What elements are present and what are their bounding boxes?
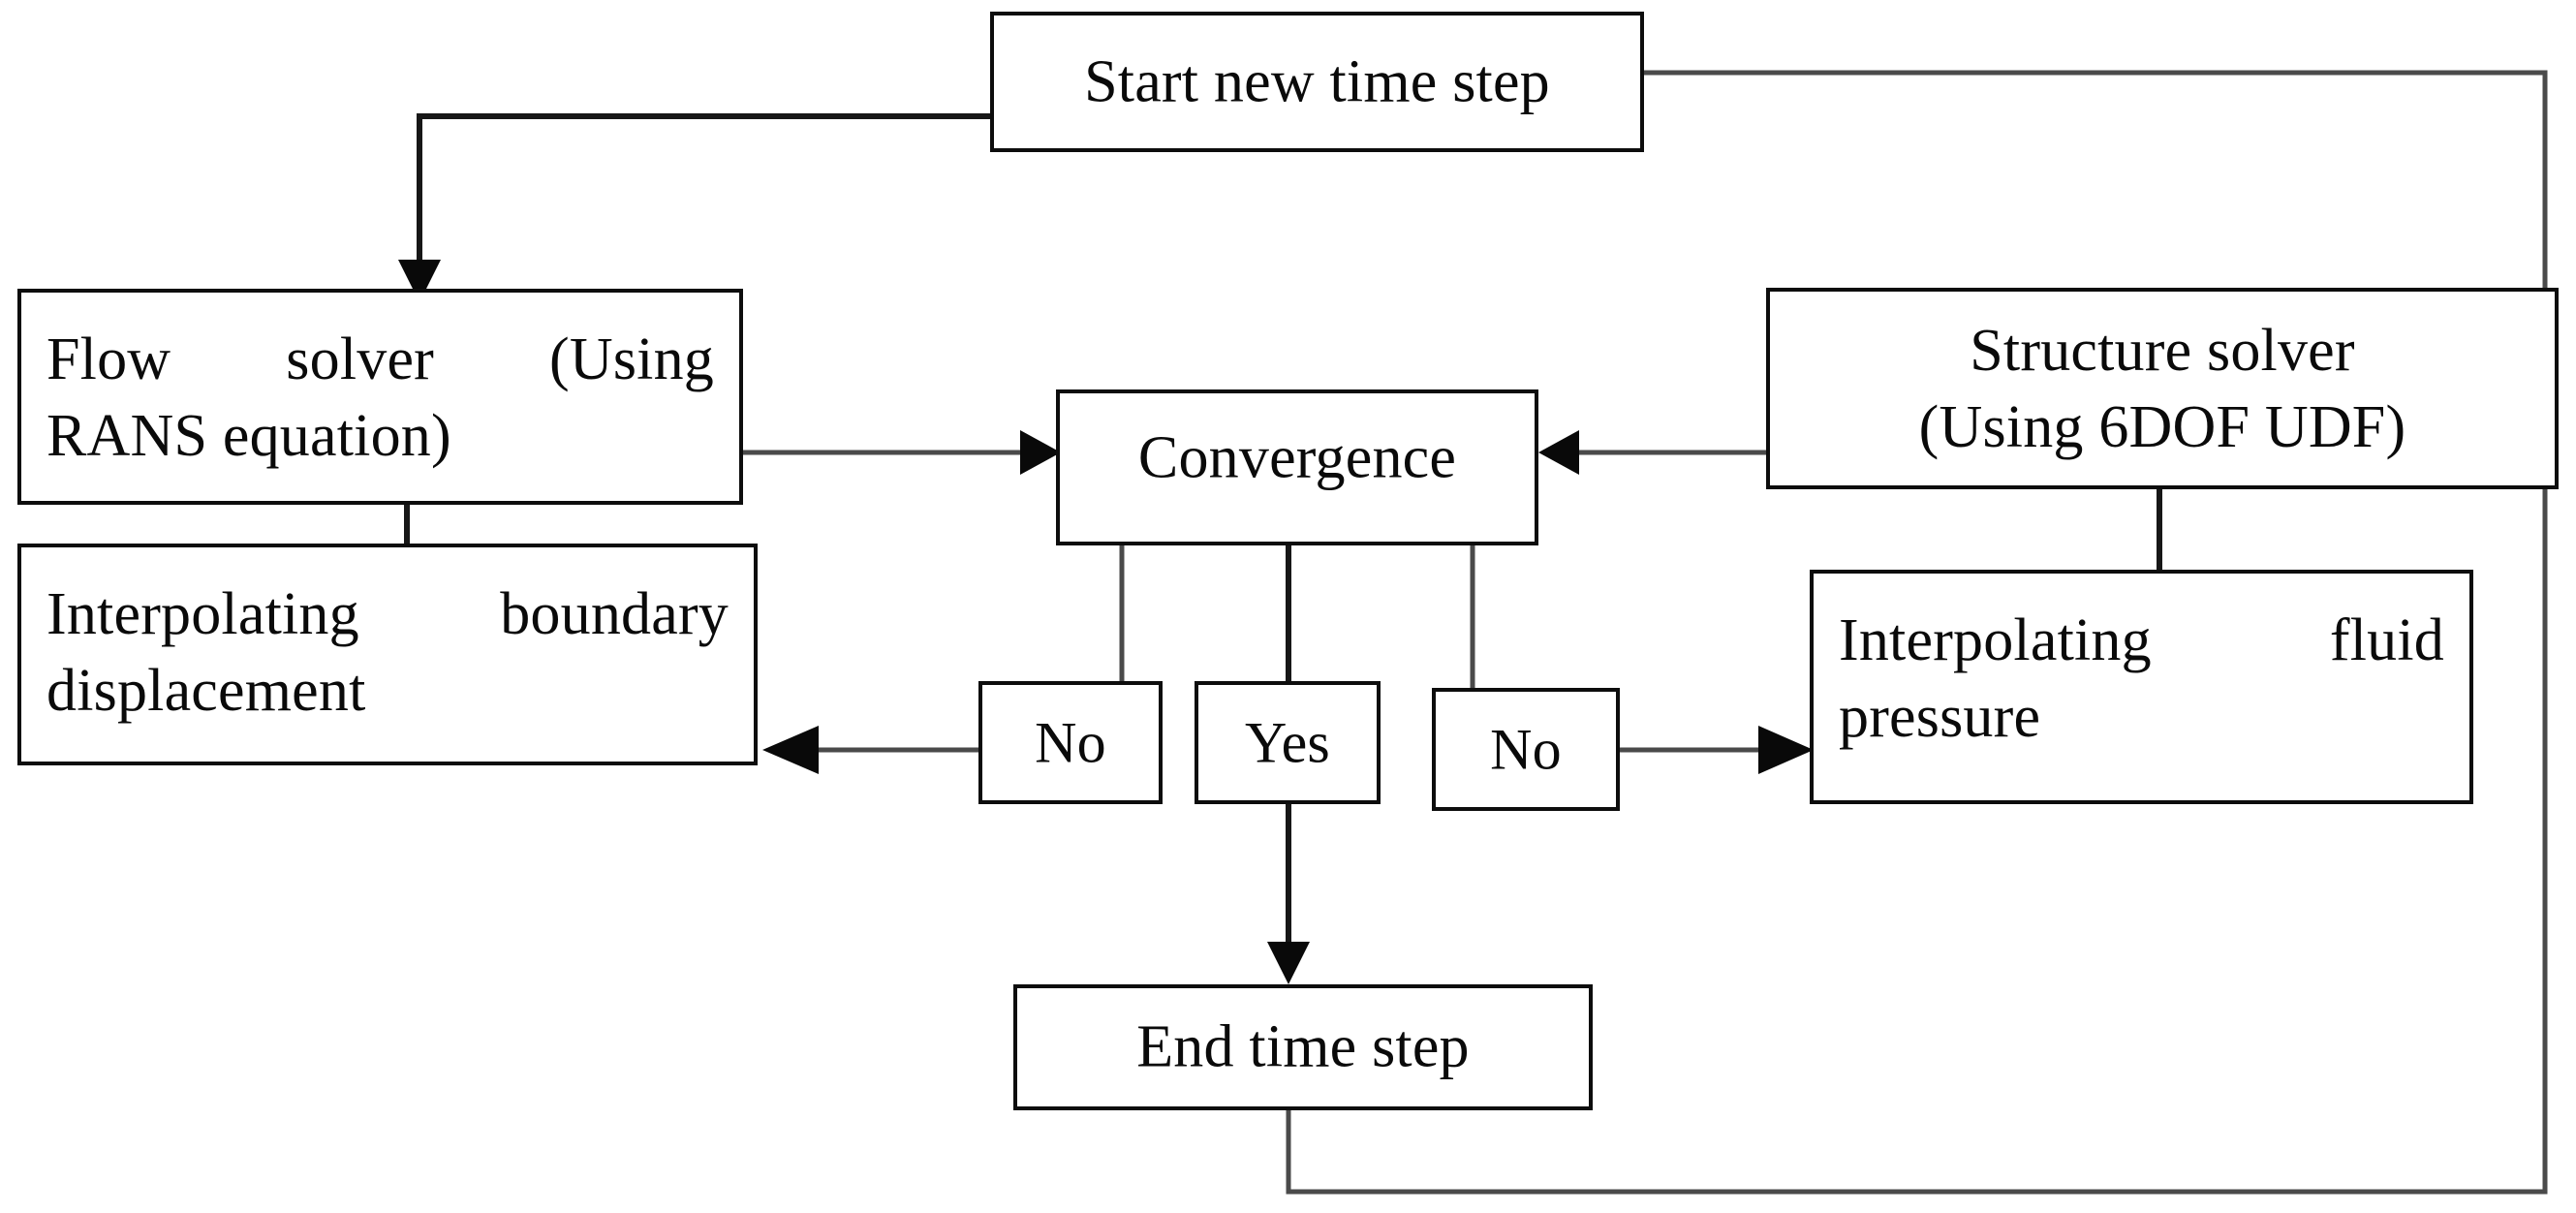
arrowhead-convergence-right — [1538, 430, 1579, 475]
node-structure-solver-line1: Structure solver — [1970, 318, 2355, 384]
edge-start-to-flow-solver — [417, 113, 990, 262]
node-interp-boundary-line1: Interpolating boundary — [47, 581, 729, 647]
arrowhead-convergence-left — [1020, 430, 1061, 475]
node-structure-solver[interactable]: Structure solver (Using 6DOF UDF) — [1766, 288, 2559, 489]
node-structure-solver-line2: (Using 6DOF UDF) — [1918, 394, 2406, 461]
arrowhead-end-top — [1267, 942, 1310, 984]
arrowhead-interp-pressure-left — [1758, 726, 1814, 774]
node-start-new-time-step-label: Start new time step — [1084, 47, 1550, 114]
node-end-time-step[interactable]: End time step — [1013, 984, 1593, 1110]
node-end-time-step-label: End time step — [1136, 1013, 1470, 1080]
node-branch-no-right-label: No — [1490, 717, 1562, 782]
node-branch-no-left[interactable]: No — [978, 681, 1163, 804]
node-convergence-label: Convergence — [1137, 424, 1457, 491]
node-interp-pressure-line1: Interpolating fluid — [1839, 607, 2444, 673]
node-branch-yes-label: Yes — [1245, 710, 1330, 775]
node-interp-boundary-line2: displacement — [47, 658, 366, 725]
node-interpolating-boundary-displacement[interactable]: Interpolating boundary displacement — [17, 544, 758, 765]
node-start-new-time-step[interactable]: Start new time step — [990, 12, 1644, 152]
node-branch-yes[interactable]: Yes — [1195, 681, 1381, 804]
node-interp-pressure-line2: pressure — [1839, 684, 2041, 751]
node-interpolating-fluid-pressure[interactable]: Interpolating fluid pressure — [1810, 570, 2473, 804]
node-branch-no-left-label: No — [1035, 710, 1106, 775]
node-flow-solver-line2: RANS equation) — [47, 403, 451, 470]
node-flow-solver[interactable]: Flow solver (Using RANS equation) — [17, 289, 743, 505]
arrowhead-interp-boundary-right — [762, 726, 819, 774]
node-convergence[interactable]: Convergence — [1056, 389, 1538, 545]
node-branch-no-right[interactable]: No — [1432, 688, 1620, 811]
node-flow-solver-line1: Flow solver (Using — [47, 327, 714, 392]
